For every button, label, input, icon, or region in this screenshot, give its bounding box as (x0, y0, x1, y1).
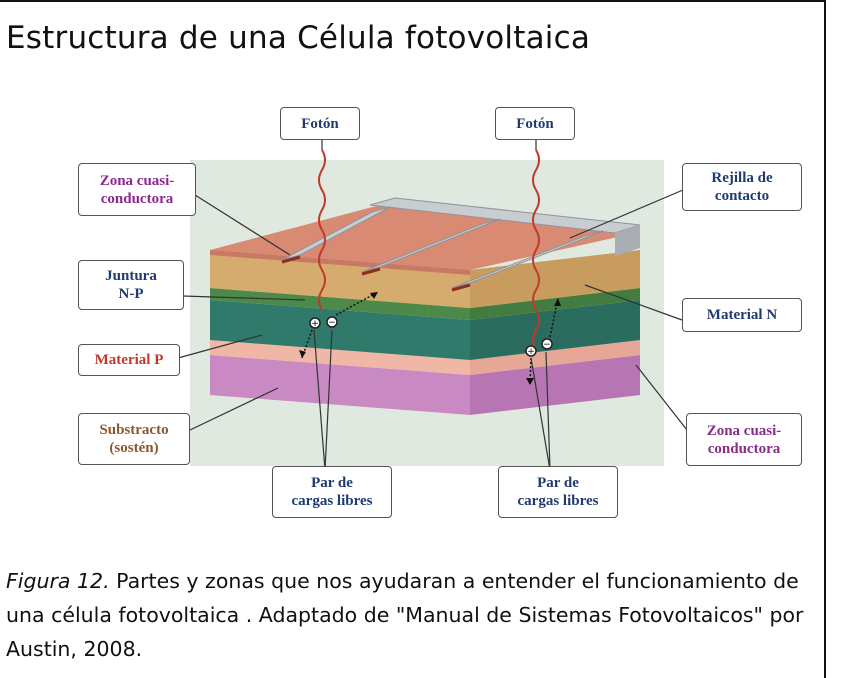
label-foton-right: Fotón (495, 107, 575, 140)
hole-right (525, 345, 537, 357)
label-material-n: Material N (682, 298, 802, 332)
hole-arrow-right (529, 357, 532, 386)
grid-shadow-3 (451, 283, 471, 292)
thin-layer-side (470, 340, 640, 375)
page-title: Estructura de una Célula fotovoltaica (6, 20, 591, 56)
label-foton-left: Fotón (280, 107, 360, 140)
leader-par-right-2 (545, 351, 551, 471)
label-rejilla-de-contacto: Rejilla de contacto (682, 163, 802, 211)
leader-material-n (584, 284, 683, 321)
electron-arrowhead-left (370, 292, 378, 299)
contact-finger-2 (361, 218, 501, 273)
label-material-p: Material P (78, 344, 180, 376)
minus-symbol-right: − (543, 340, 551, 350)
label-juntura-np: Juntura N-P (78, 260, 184, 310)
caption-text: Partes y zonas que nos ayudaran a entend… (6, 569, 804, 661)
n-layer-front (210, 250, 470, 308)
contact-busbar-side (615, 225, 640, 256)
plus-symbol-left: + (311, 319, 319, 329)
leader-substracto (189, 387, 279, 431)
electron-right (541, 338, 553, 350)
electron-left (326, 316, 338, 328)
hole-left (309, 317, 321, 329)
label-par-cargas-libres-left: Par de cargas libres (272, 466, 392, 518)
label-zona-cuasi-conductora-top: Zona cuasi- conductora (78, 163, 196, 216)
leader-par-left-1 (313, 329, 326, 471)
leader-par-left-2 (324, 329, 333, 471)
leader-par-right-1 (530, 357, 551, 471)
grid-shadow-2 (361, 267, 381, 276)
leader-juntura (182, 295, 306, 301)
minus-symbol-left: − (328, 318, 336, 328)
junction-layer-front (210, 288, 470, 320)
leader-zona-bottom (635, 364, 688, 431)
leader-material-p (177, 334, 263, 359)
leader-zona-top (194, 194, 291, 256)
label-substracto: Substracto (sostén) (78, 413, 190, 465)
figure-caption: Figura 12. Partes y zonas que nos ayudar… (6, 564, 816, 666)
n-layer-side (470, 250, 640, 308)
top-surface-edge (210, 250, 470, 275)
photovoltaic-cell-diagram: + − + − (177, 140, 688, 471)
contact-finger-3 (451, 230, 604, 289)
hole-arrowhead-right (526, 378, 534, 385)
label-zona-cuasi-conductora-bottom: Zona cuasi- conductora (686, 413, 802, 466)
photon-ray-right (532, 149, 540, 351)
hole-arrowhead-left (299, 350, 306, 358)
figure-number: Figura 12. (6, 569, 110, 593)
grid-shadow-1 (281, 255, 301, 264)
label-par-cargas-libres-right: Par de cargas libres (498, 466, 618, 518)
electron-arrowhead-right (554, 298, 561, 306)
plus-symbol-right: + (527, 347, 535, 357)
photon-ray-left (318, 149, 326, 311)
contact-finger-1 (281, 206, 391, 261)
thin-layer-front (210, 340, 470, 375)
leader-rejilla (569, 189, 684, 239)
